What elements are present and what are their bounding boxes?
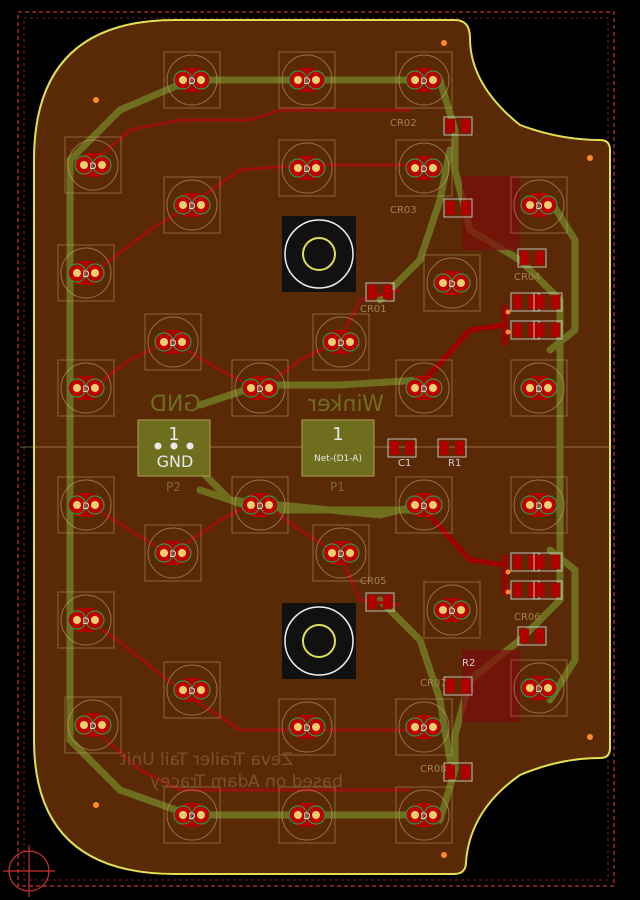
- frame-outer: [17, 11, 615, 887]
- front-copper-zone-bottom: [462, 650, 520, 722]
- origin-crosshair: [3, 845, 55, 897]
- vias: [93, 40, 593, 858]
- pad-gnd: [137, 419, 211, 477]
- mount-hole-top: [282, 216, 356, 292]
- pad-net-d1a: [301, 419, 375, 477]
- mount-hole-bottom: [282, 603, 356, 679]
- front-copper-zone-top: [462, 176, 520, 250]
